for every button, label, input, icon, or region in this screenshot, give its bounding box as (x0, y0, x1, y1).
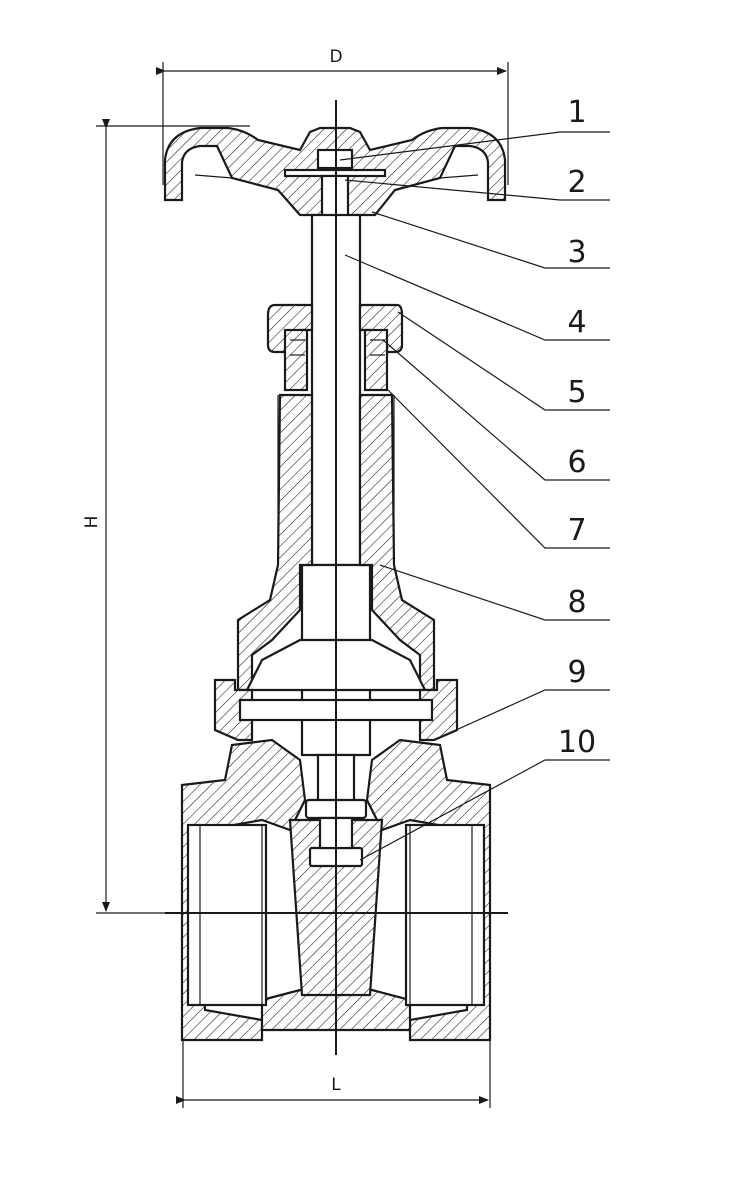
dimension-l: L (176, 1040, 491, 1108)
dimension-h-label: H (82, 516, 102, 529)
leader-lines (339, 131, 610, 861)
callout-10: 10 (558, 725, 596, 760)
dimension-d-label: D (329, 47, 342, 67)
callout-4: 4 (567, 305, 586, 340)
dimension-h: H (82, 119, 250, 914)
callout-6: 6 (567, 445, 586, 480)
callout-9: 9 (567, 655, 586, 690)
gland-packing (266, 303, 404, 392)
callout-1: 1 (567, 95, 586, 130)
callout-7: 7 (567, 513, 586, 548)
callout-numbers: 1 2 3 4 5 6 7 8 9 10 (558, 95, 596, 760)
callout-8: 8 (567, 585, 586, 620)
callout-3: 3 (567, 235, 586, 270)
center-lines (165, 100, 508, 1055)
dimension-l-label: L (331, 1075, 341, 1095)
bonnet (213, 393, 459, 742)
callout-5: 5 (567, 375, 586, 410)
dimension-d: D (156, 47, 509, 185)
callout-2: 2 (567, 165, 586, 200)
